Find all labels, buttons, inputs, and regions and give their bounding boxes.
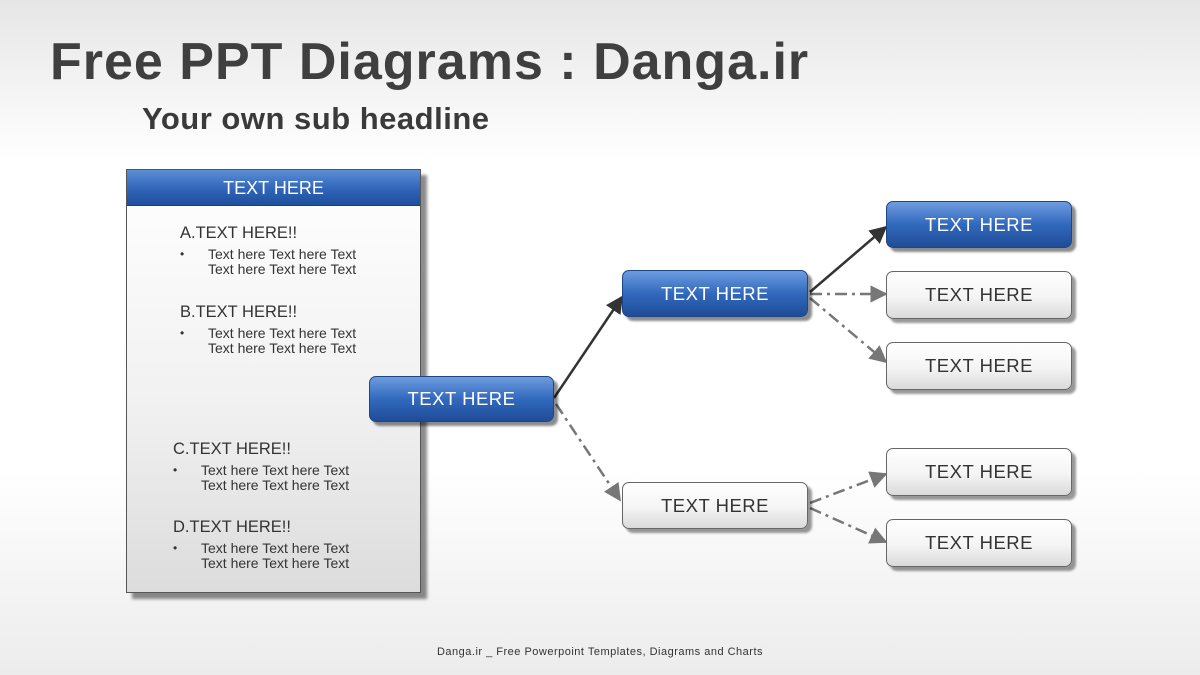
bullet-line: Text here Text here Text: [208, 340, 357, 356]
panel-section-b: B.TEXT HERE!! • Text here Text here Text…: [180, 303, 356, 356]
section-title: A.TEXT HERE!!: [180, 224, 298, 242]
bullet-line: Text here Text here Text: [201, 462, 350, 478]
bullet-item: • Text here Text here Text Text here Tex…: [173, 463, 349, 493]
bullet-item: • Text here Text here Text Text here Tex…: [173, 541, 349, 571]
section-title: D.TEXT HERE!!: [173, 518, 291, 536]
footer-credit: Danga.ir _ Free Powerpoint Templates, Di…: [436, 646, 764, 658]
arrow-root-to-lower: [554, 403, 622, 502]
tree-root-node: TEXT HERE: [369, 376, 554, 422]
tree-leaf-2: TEXT HERE: [886, 271, 1072, 319]
bullet-line: Text here Text here Text: [208, 246, 357, 262]
section-title: B.TEXT HERE!!: [180, 303, 298, 321]
arrow-root-to-upper: [552, 295, 624, 399]
arrow-lower-to-leaf-5: [809, 506, 888, 544]
bullet-item: • Text here Text here Text Text here Tex…: [180, 247, 356, 277]
bullet-line: Text here Text here Text: [208, 325, 357, 341]
bullet-line: Text here Text here Text: [201, 555, 350, 571]
panel-section-d: D.TEXT HERE!! • Text here Text here Text…: [173, 518, 349, 571]
bullet-dot: •: [173, 463, 178, 477]
bullet-line: Text here Text here Text: [201, 540, 350, 556]
tree-branch-upper: TEXT HERE: [622, 270, 808, 317]
tree-branch-lower: TEXT HERE: [622, 482, 808, 529]
section-title: C.TEXT HERE!!: [173, 440, 291, 458]
panel-header: TEXT HERE: [127, 170, 420, 206]
tree-leaf-1: TEXT HERE: [886, 201, 1072, 248]
bullet-item: • Text here Text here Text Text here Tex…: [180, 326, 356, 356]
arrow-upper-to-leaf-3: [809, 297, 888, 364]
bullet-dot: •: [180, 247, 185, 261]
panel-section-c: C.TEXT HERE!! • Text here Text here Text…: [173, 440, 349, 493]
panel-section-a: A.TEXT HERE!! • Text here Text here Text…: [180, 224, 356, 277]
tree-leaf-3: TEXT HERE: [886, 342, 1072, 390]
arrow-upper-to-leaf-1: [809, 225, 888, 293]
arrow-lower-to-leaf-4: [809, 471, 888, 505]
bullet-line: Text here Text here Text: [208, 261, 357, 277]
tree-leaf-5: TEXT HERE: [886, 519, 1072, 567]
tree-leaf-4: TEXT HERE: [886, 448, 1072, 496]
bullet-dot: •: [180, 326, 185, 340]
bullet-dot: •: [173, 541, 178, 555]
bullet-line: Text here Text here Text: [201, 477, 350, 493]
page-title: Free PPT Diagrams : Danga.ir: [50, 33, 810, 91]
page-subtitle: Your own sub headline: [142, 101, 490, 136]
